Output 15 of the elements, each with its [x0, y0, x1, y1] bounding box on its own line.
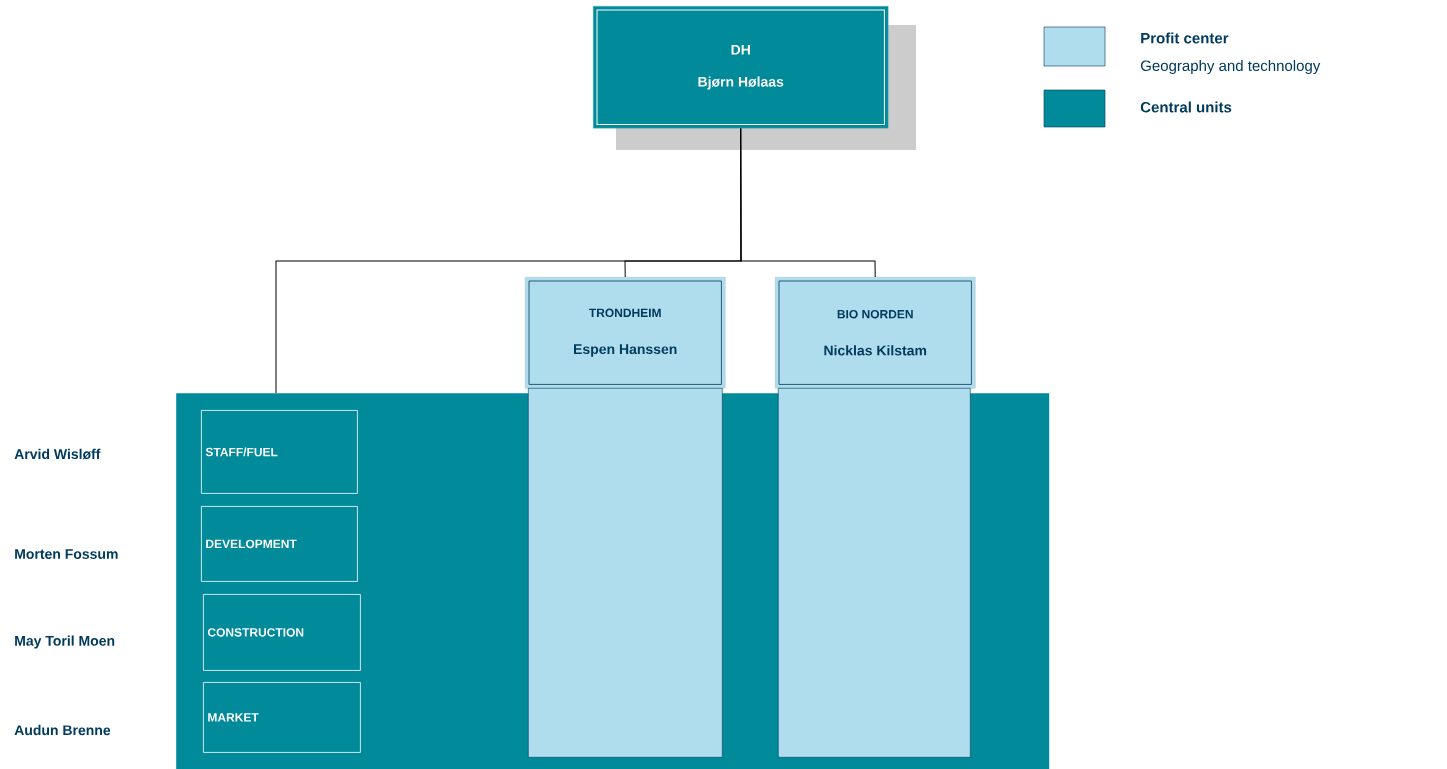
connector-line: [740, 127, 876, 278]
person-name: Audun Brenne: [14, 724, 111, 736]
org-box: DH Bjørn Hølaas: [593, 6, 889, 129]
unit-box: MARKET: [203, 682, 361, 753]
unit-box: DEVELOPMENT: [201, 506, 358, 582]
person-name: May Toril Moen: [15, 635, 115, 649]
legend-text: Profit center: [1141, 32, 1229, 44]
unit-box: STAFF/FUEL: [201, 410, 358, 494]
unit-box: CONSTRUCTION: [203, 594, 361, 671]
legend-note: Geography and technology: [1140, 60, 1321, 74]
org-box: TRONDHEIM Espen Hanssen: [525, 277, 726, 389]
legend-text: Central units: [1140, 101, 1232, 113]
person-name: Morten Fossum: [15, 549, 118, 559]
person-name: Arvid Wisløff: [14, 448, 101, 460]
org-box: BIO NORDEN Nicklas Kilstam: [775, 277, 976, 389]
